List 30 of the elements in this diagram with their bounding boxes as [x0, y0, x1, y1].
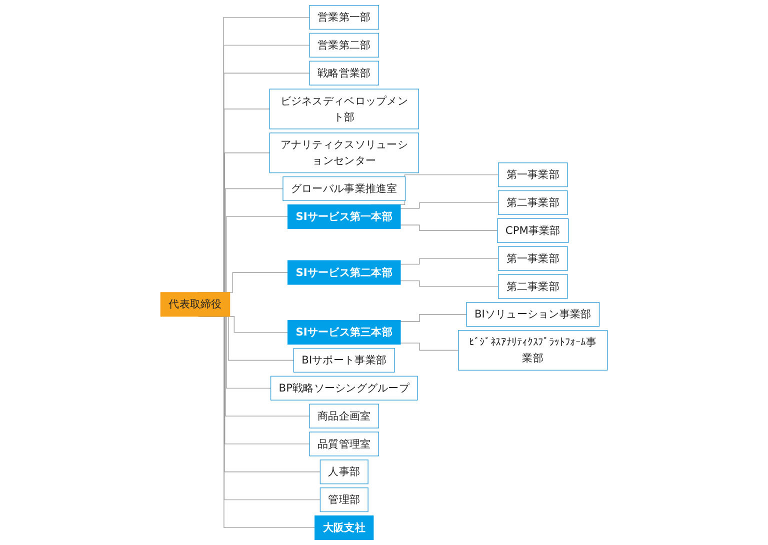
- node-box: 第二事業部: [498, 190, 568, 215]
- node-box: SIサービス第一本部: [287, 204, 401, 229]
- node-box: SIサービス第二本部: [287, 260, 401, 285]
- connector: [400, 202, 499, 209]
- node-box: 第一事業部: [498, 162, 568, 188]
- node-box: ﾋﾞｼﾞﾈｽｱﾅﾘﾃｨｸｽﾌﾟﾗｯﾄﾌｫｰﾑ事業部: [458, 330, 608, 371]
- node-box: CPM事業部: [497, 218, 569, 243]
- node-box: 営業第一部: [309, 4, 380, 30]
- node-box: BIソリューション事業部: [466, 302, 600, 327]
- connector: [400, 224, 498, 231]
- node-box: 営業第二部: [309, 32, 380, 58]
- connector: [400, 342, 459, 351]
- node-box: 商品企画室: [309, 404, 380, 428]
- node-box: 人事部: [320, 460, 368, 484]
- node-box: 戦略営業部: [309, 60, 380, 86]
- node-box: 第一事業部: [498, 246, 568, 271]
- node-box: 第二事業部: [498, 274, 568, 299]
- node-box: ビジネスディベロップメント部: [269, 88, 419, 130]
- connector: [400, 314, 467, 322]
- node-box: BIサポート事業部: [293, 348, 395, 373]
- node-box: 大阪支社: [314, 515, 374, 540]
- node-box: 品質管理室: [309, 432, 380, 456]
- connector: [400, 280, 499, 287]
- node-box: BP戦略ソーシンググループ: [270, 376, 418, 400]
- connector: [400, 258, 499, 264]
- node-box: グローバル事業推進室: [282, 176, 406, 202]
- node-box: 管理部: [320, 488, 368, 512]
- node-box: アナリティクスソリューションセンター: [269, 132, 419, 174]
- node-box: SIサービス第三本部: [287, 320, 401, 345]
- node-box: 代表取締役: [160, 292, 230, 317]
